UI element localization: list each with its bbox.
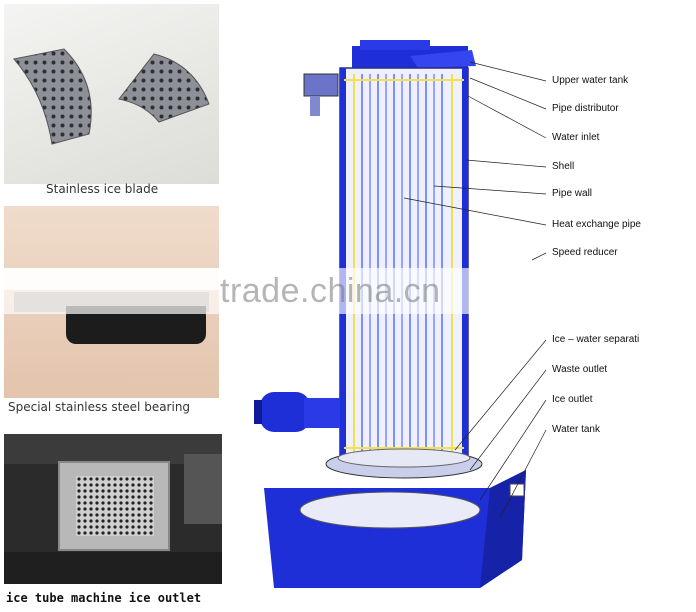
heat-exchange-pipes [344, 74, 464, 452]
label-pipe-wall: Pipe wall [552, 188, 593, 199]
label-ice-water-separator: Ice – water separati [552, 334, 640, 345]
label-water-tank: Water tank [552, 424, 600, 435]
ice-outlet-illustration [4, 434, 222, 584]
ice-outlet-photo [4, 434, 222, 584]
label-shell: Shell [552, 161, 575, 172]
watermark-band [0, 268, 696, 314]
bearing-caption: Special stainless steel bearing [8, 400, 191, 414]
ice-water-separator [325, 448, 483, 479]
outlet-caption: ice tube machine ice outlet [6, 591, 202, 605]
upper-water-tank [303, 40, 476, 116]
label-water-inlet: Water inlet [552, 132, 600, 143]
ice-blade-illustration [13, 48, 210, 145]
watermark-text: trade.china.cn [220, 272, 441, 310]
label-waste-outlet: Waste outlet [552, 364, 608, 375]
ice-blade-photo [4, 4, 219, 184]
ice-tube-machine-diagram [254, 40, 526, 588]
label-upper-water-tank: Upper water tank [552, 75, 629, 86]
water-tank [264, 470, 526, 588]
label-ice-outlet: Ice outlet [552, 394, 593, 405]
label-heat-exchange-pipe: Heat exchange pipe [552, 219, 641, 230]
label-speed-reducer: Speed reducer [552, 247, 618, 258]
speed-reducer-motor [254, 392, 340, 432]
label-pipe-distributor: Pipe distributor [552, 103, 619, 114]
blade-caption: Stainless ice blade [46, 182, 159, 196]
